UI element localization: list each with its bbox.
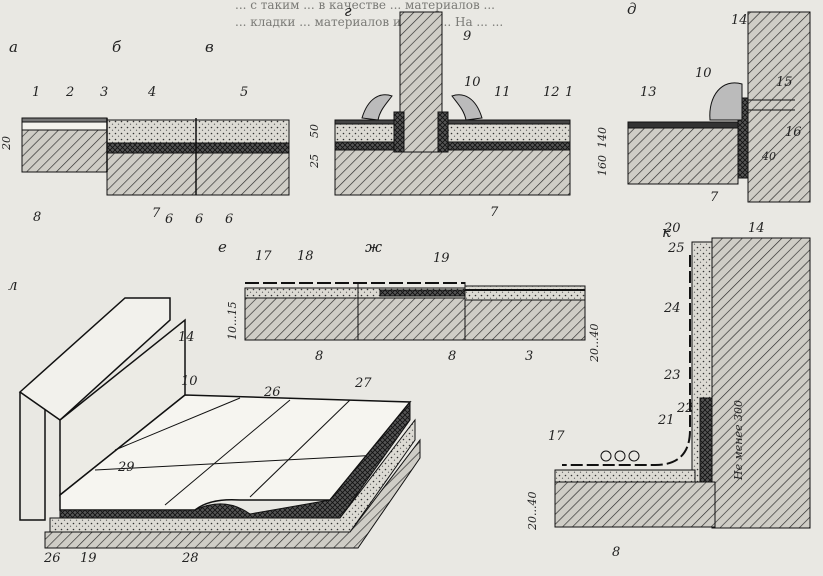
callout-20: 21 (657, 413, 675, 428)
callout-18: 19 (80, 551, 97, 566)
callout-12: 13 (640, 85, 657, 100)
sec-3: г (344, 2, 352, 20)
sec-5: е (218, 238, 227, 256)
callout-26: 27 (354, 376, 372, 391)
callout-9: 10 (695, 66, 712, 81)
sec-8: л (8, 276, 18, 294)
callout-24: 25 (667, 241, 685, 256)
callout-5: 6 (225, 212, 233, 227)
base-slab-a (21, 129, 108, 173)
dim-5: 40 (761, 150, 776, 163)
dim-4: 160 (596, 155, 609, 176)
dim-0: 20 (0, 136, 13, 151)
callout-4: 5 (240, 85, 248, 100)
callout-23: 24 (663, 301, 681, 316)
callout-17: 18 (297, 249, 314, 264)
callout-22: 23 (663, 368, 681, 383)
callout-0: 1 (32, 85, 40, 100)
detail-a-b-v (21, 117, 290, 196)
wall-k (711, 237, 811, 529)
waterproofing-bv (106, 142, 290, 154)
concrete-layer-bv (106, 119, 290, 144)
callout-0: 1 (565, 85, 573, 100)
detail-d (627, 11, 811, 203)
column-g (399, 11, 443, 153)
detail-l (18, 297, 421, 549)
callout-13: 14 (748, 221, 765, 236)
base-slab-k (554, 481, 716, 528)
callout-7: 8 (612, 545, 620, 560)
callout-16: 17 (548, 429, 565, 444)
callout-7: 8 (315, 349, 323, 364)
dim-2: 25 (308, 154, 321, 169)
dim-1: 50 (308, 124, 321, 138)
top-layer-a (21, 117, 108, 123)
callout-13: 14 (178, 330, 195, 345)
callout-1: 2 (65, 85, 74, 100)
dim-8: 20...40 (526, 492, 539, 531)
background-text-1: ... с таким ... в качестве ... материало… (235, 0, 495, 12)
section-letter-layer: а б в г д е ж к л (8, 0, 671, 294)
wall-d (747, 11, 811, 203)
callout-6: 7 (152, 206, 161, 221)
callout-21: 22 (676, 401, 694, 416)
callout-10: 11 (494, 85, 511, 100)
callout-3: 4 (147, 85, 156, 100)
detail-g (334, 11, 571, 196)
callout-19: 20 (663, 221, 681, 236)
dimension-layer: 20 50 25 140 160 40 10...15 20...40 20...40 Не ме… (0, 124, 776, 531)
callout-8: 9 (463, 29, 471, 44)
callout-28: 29 (117, 460, 135, 475)
coating-a (21, 121, 108, 131)
base-slab-d (627, 127, 739, 185)
sec-4: д (627, 0, 637, 18)
background-text-2: ... кладки ... материалов из ... м ... Н… (235, 15, 503, 29)
base-slab-l (44, 438, 421, 549)
sec-6: ж (365, 238, 382, 256)
callout-5: 6 (165, 212, 173, 227)
callout-2: 3 (525, 349, 533, 364)
callout-7: 8 (33, 210, 41, 225)
dim-7: 20...40 (588, 324, 601, 363)
sec-0: а (9, 38, 18, 56)
callout-16: 17 (255, 249, 272, 264)
callout-9: 10 (181, 374, 198, 389)
dim-3: 140 (596, 127, 609, 148)
callout-9: 10 (464, 75, 481, 90)
detail-k (554, 237, 811, 529)
callout-7: 8 (448, 349, 456, 364)
callout-25: 26 (263, 385, 281, 400)
base-slab-e (244, 297, 586, 341)
sec-1: б (112, 38, 122, 56)
callout-11: 12 (543, 85, 560, 100)
detail-e-zh (244, 282, 586, 341)
sec-2: в (205, 38, 214, 56)
callout-2: 3 (100, 85, 108, 100)
callout-6: 7 (490, 205, 499, 220)
callout-27: 28 (181, 551, 199, 566)
callout-15: 16 (785, 125, 802, 140)
base-slab-g (334, 149, 571, 196)
dim-9: Не менее 300 (732, 400, 745, 481)
callout-14: 15 (776, 75, 793, 90)
sec-7: к (662, 223, 671, 241)
callout-6: 7 (710, 190, 719, 205)
base-slab-bv (106, 152, 290, 196)
callout-25: 26 (43, 551, 61, 566)
callout-18: 19 (433, 251, 450, 266)
callout-5: 6 (195, 212, 203, 227)
callout-13: 14 (731, 13, 748, 28)
dim-6: 10...15 (226, 302, 239, 340)
